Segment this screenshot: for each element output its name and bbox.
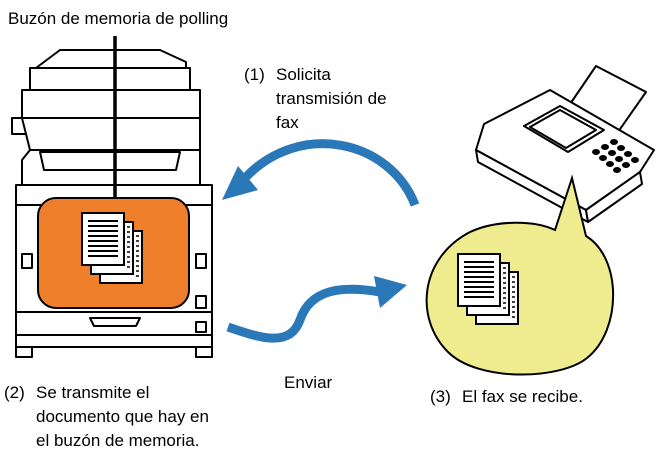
step3-number: (3) bbox=[430, 387, 451, 406]
request-arrow-head bbox=[222, 166, 258, 200]
step3-text: El fax se recibe. bbox=[462, 387, 583, 406]
step1-number: (1) bbox=[244, 65, 265, 84]
send-label: Enviar bbox=[284, 373, 333, 392]
step2-number: (2) bbox=[4, 383, 25, 402]
step1-line-2: transmisión de bbox=[276, 89, 387, 108]
fax-machine-icon bbox=[475, 65, 655, 223]
received-document-stack-icon bbox=[457, 253, 519, 325]
step2-line-3: el buzón de memoria. bbox=[36, 431, 200, 450]
request-arrow bbox=[241, 139, 420, 207]
step1-line-3: fax bbox=[276, 113, 299, 132]
document-stack-icon bbox=[81, 212, 143, 284]
fax-bubble bbox=[425, 174, 614, 376]
step1-line-1: Solicita bbox=[276, 65, 331, 84]
step2-line-2: documento que hay en bbox=[36, 407, 209, 426]
send-arrow bbox=[226, 284, 381, 343]
step2-line-1: Se transmite el bbox=[36, 383, 150, 402]
send-arrow-head bbox=[374, 276, 407, 308]
mailbox-title: Buzón de memoria de polling bbox=[8, 9, 229, 28]
